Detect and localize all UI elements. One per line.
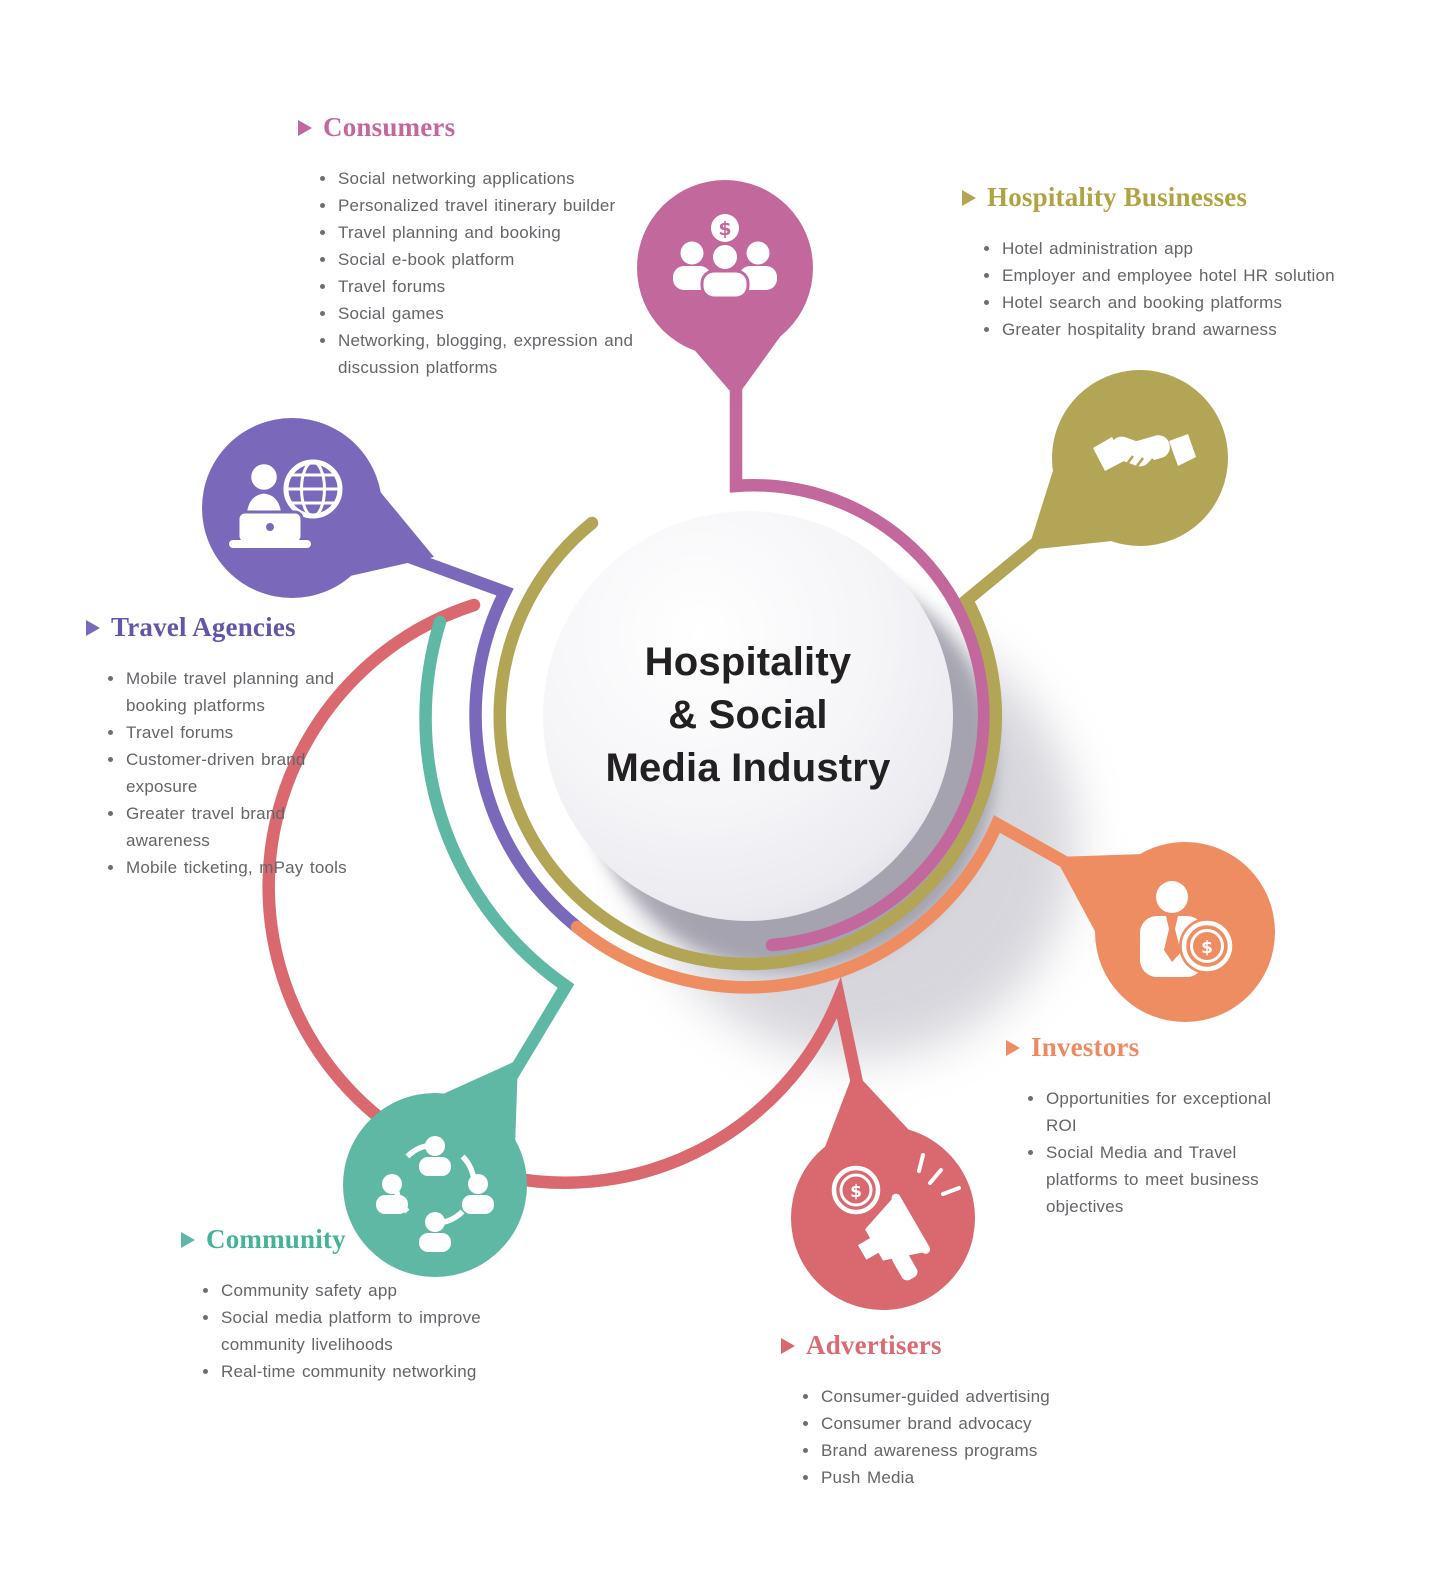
svg-text:$: $ [850,1182,862,1202]
hospitality-bubble [1028,370,1228,550]
list-item: Social Media and Travel platforms to mee… [1028,1139,1306,1220]
list-item: Social e-book platform [320,246,643,273]
list-item: Community safety app [203,1277,483,1304]
list-item: Travel planning and booking [320,219,643,246]
list-item: Brand awareness programs [803,1437,1081,1464]
travel-connector-arc [345,529,584,934]
list-item: Push Media [803,1464,1081,1491]
section-title-row: Hospitality Businesses [962,182,1362,213]
people-network-circle-icon [376,1136,494,1252]
advertisers-connector-arc [262,598,871,1189]
people-group-with-dollar-icon: $ [673,214,777,300]
community-bubble [343,1060,527,1277]
arrow-right-icon [298,119,312,136]
section-title: Travel Agencies [111,612,296,642]
section-consumers: Consumers Social networking applications… [298,112,643,381]
section-title-row: Travel Agencies [86,612,354,643]
section-title-row: Community [181,1224,483,1255]
section-title-row: Consumers [298,112,643,143]
list-item: Hotel administration app [984,235,1362,262]
list-item: Social media platform to improve communi… [203,1304,483,1358]
svg-text:$: $ [718,218,731,240]
list-item: Social networking applications [320,165,643,192]
arrow-right-icon [86,619,100,636]
community-connector-arc [419,615,575,1111]
section-title: Community [206,1224,346,1254]
list-item: Mobile ticketing, mPay tools [108,854,354,881]
section-investors: Investors Opportunities for exceptional … [1006,1032,1306,1220]
section-title-row: Advertisers [781,1330,1081,1361]
advertisers-bubble: $ [791,1071,975,1310]
investors-connector-arc [570,815,1157,994]
center-title: Hospitality & Social Media Industry [548,636,948,795]
hospitality-connector-arc [493,471,1122,971]
section-title: Hospitality Businesses [987,182,1248,212]
section-item-list: Mobile travel planning and booking platf… [86,665,354,881]
list-item: Consumer-guided advertising [803,1383,1081,1410]
agent-laptop-globe-icon [229,459,343,548]
center-title-line: Hospitality [644,640,852,684]
center-title-line: & Social [668,693,828,737]
consumers-bubble: $ [637,180,813,398]
list-item: Mobile travel planning and booking platf… [108,665,354,719]
list-item: Social games [320,300,643,327]
arrow-right-icon [1006,1039,1020,1056]
list-item: Customer-driven brand exposure [108,746,354,800]
list-item: Real-time community networking [203,1358,483,1385]
section-title: Consumers [323,112,456,142]
list-item: Networking, blogging, expression and dis… [320,327,643,381]
section-travel-agencies: Travel Agencies Mobile travel planning a… [86,612,354,881]
consumers-connector-arc [721,298,991,952]
center-title-line: Media Industry [605,746,891,790]
arrow-right-icon [962,189,976,206]
list-item: Travel forums [108,719,354,746]
arrow-right-icon [781,1337,795,1354]
travel-agencies-bubble [202,418,434,598]
list-item: Personalized travel itinerary builder [320,192,643,219]
svg-text:$: $ [1201,938,1213,958]
arrow-right-icon [181,1231,195,1248]
list-item: Opportunities for exceptional ROI [1028,1085,1306,1139]
section-hospitality-businesses: Hospitality Businesses Hotel administrat… [962,182,1362,343]
megaphone-with-coin-icon: $ [829,1153,961,1281]
investors-bubble: $ [1055,842,1275,1022]
list-item: Greater hospitality brand awarness [984,316,1362,343]
section-title-row: Investors [1006,1032,1306,1063]
handshake-icon [1093,434,1196,471]
list-item: Hotel search and booking platforms [984,289,1362,316]
section-title: Advertisers [806,1330,942,1360]
businessman-with-coin-icon: $ [1140,881,1235,977]
list-item: Consumer brand advocacy [803,1410,1081,1437]
section-title: Investors [1031,1032,1140,1062]
list-item: Employer and employee hotel HR solution [984,262,1362,289]
list-item: Travel forums [320,273,643,300]
center-circle [543,511,953,921]
list-item: Greater travel brand awareness [108,800,354,854]
